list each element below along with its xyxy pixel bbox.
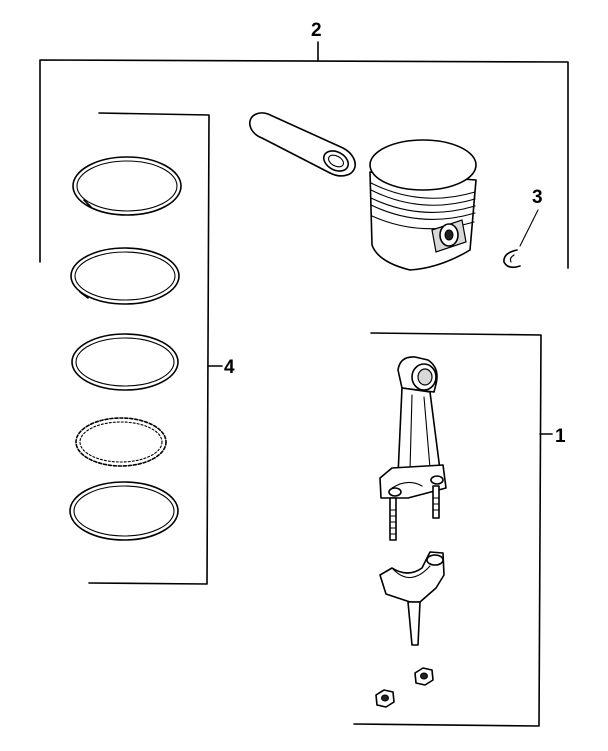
- piston-ring-5: [69, 481, 179, 541]
- connecting-rod: [379, 356, 447, 646]
- retaining-clip: [503, 249, 521, 269]
- callout-3: 3: [532, 187, 543, 208]
- callout-1: 1: [555, 426, 566, 447]
- piston-ring-set: [69, 156, 182, 541]
- bracket-group-4: 4: [88, 112, 235, 585]
- rod-nuts: [375, 667, 434, 708]
- callout-2: 2: [311, 20, 322, 41]
- piston-ring-1: [72, 156, 182, 216]
- callout-3-group: 3: [519, 187, 543, 247]
- piston-ring-4: [75, 417, 167, 467]
- piston-pin: [248, 112, 356, 177]
- callout-4: 4: [224, 357, 235, 378]
- bracket-group-2: 2: [39, 20, 569, 269]
- rod-nut-1: [414, 667, 434, 686]
- rod-nut-2: [375, 689, 395, 708]
- piston: [369, 139, 477, 271]
- piston-ring-2: [70, 247, 180, 305]
- bracket-group-1: 1: [353, 332, 566, 727]
- piston-ring-3: [71, 333, 179, 391]
